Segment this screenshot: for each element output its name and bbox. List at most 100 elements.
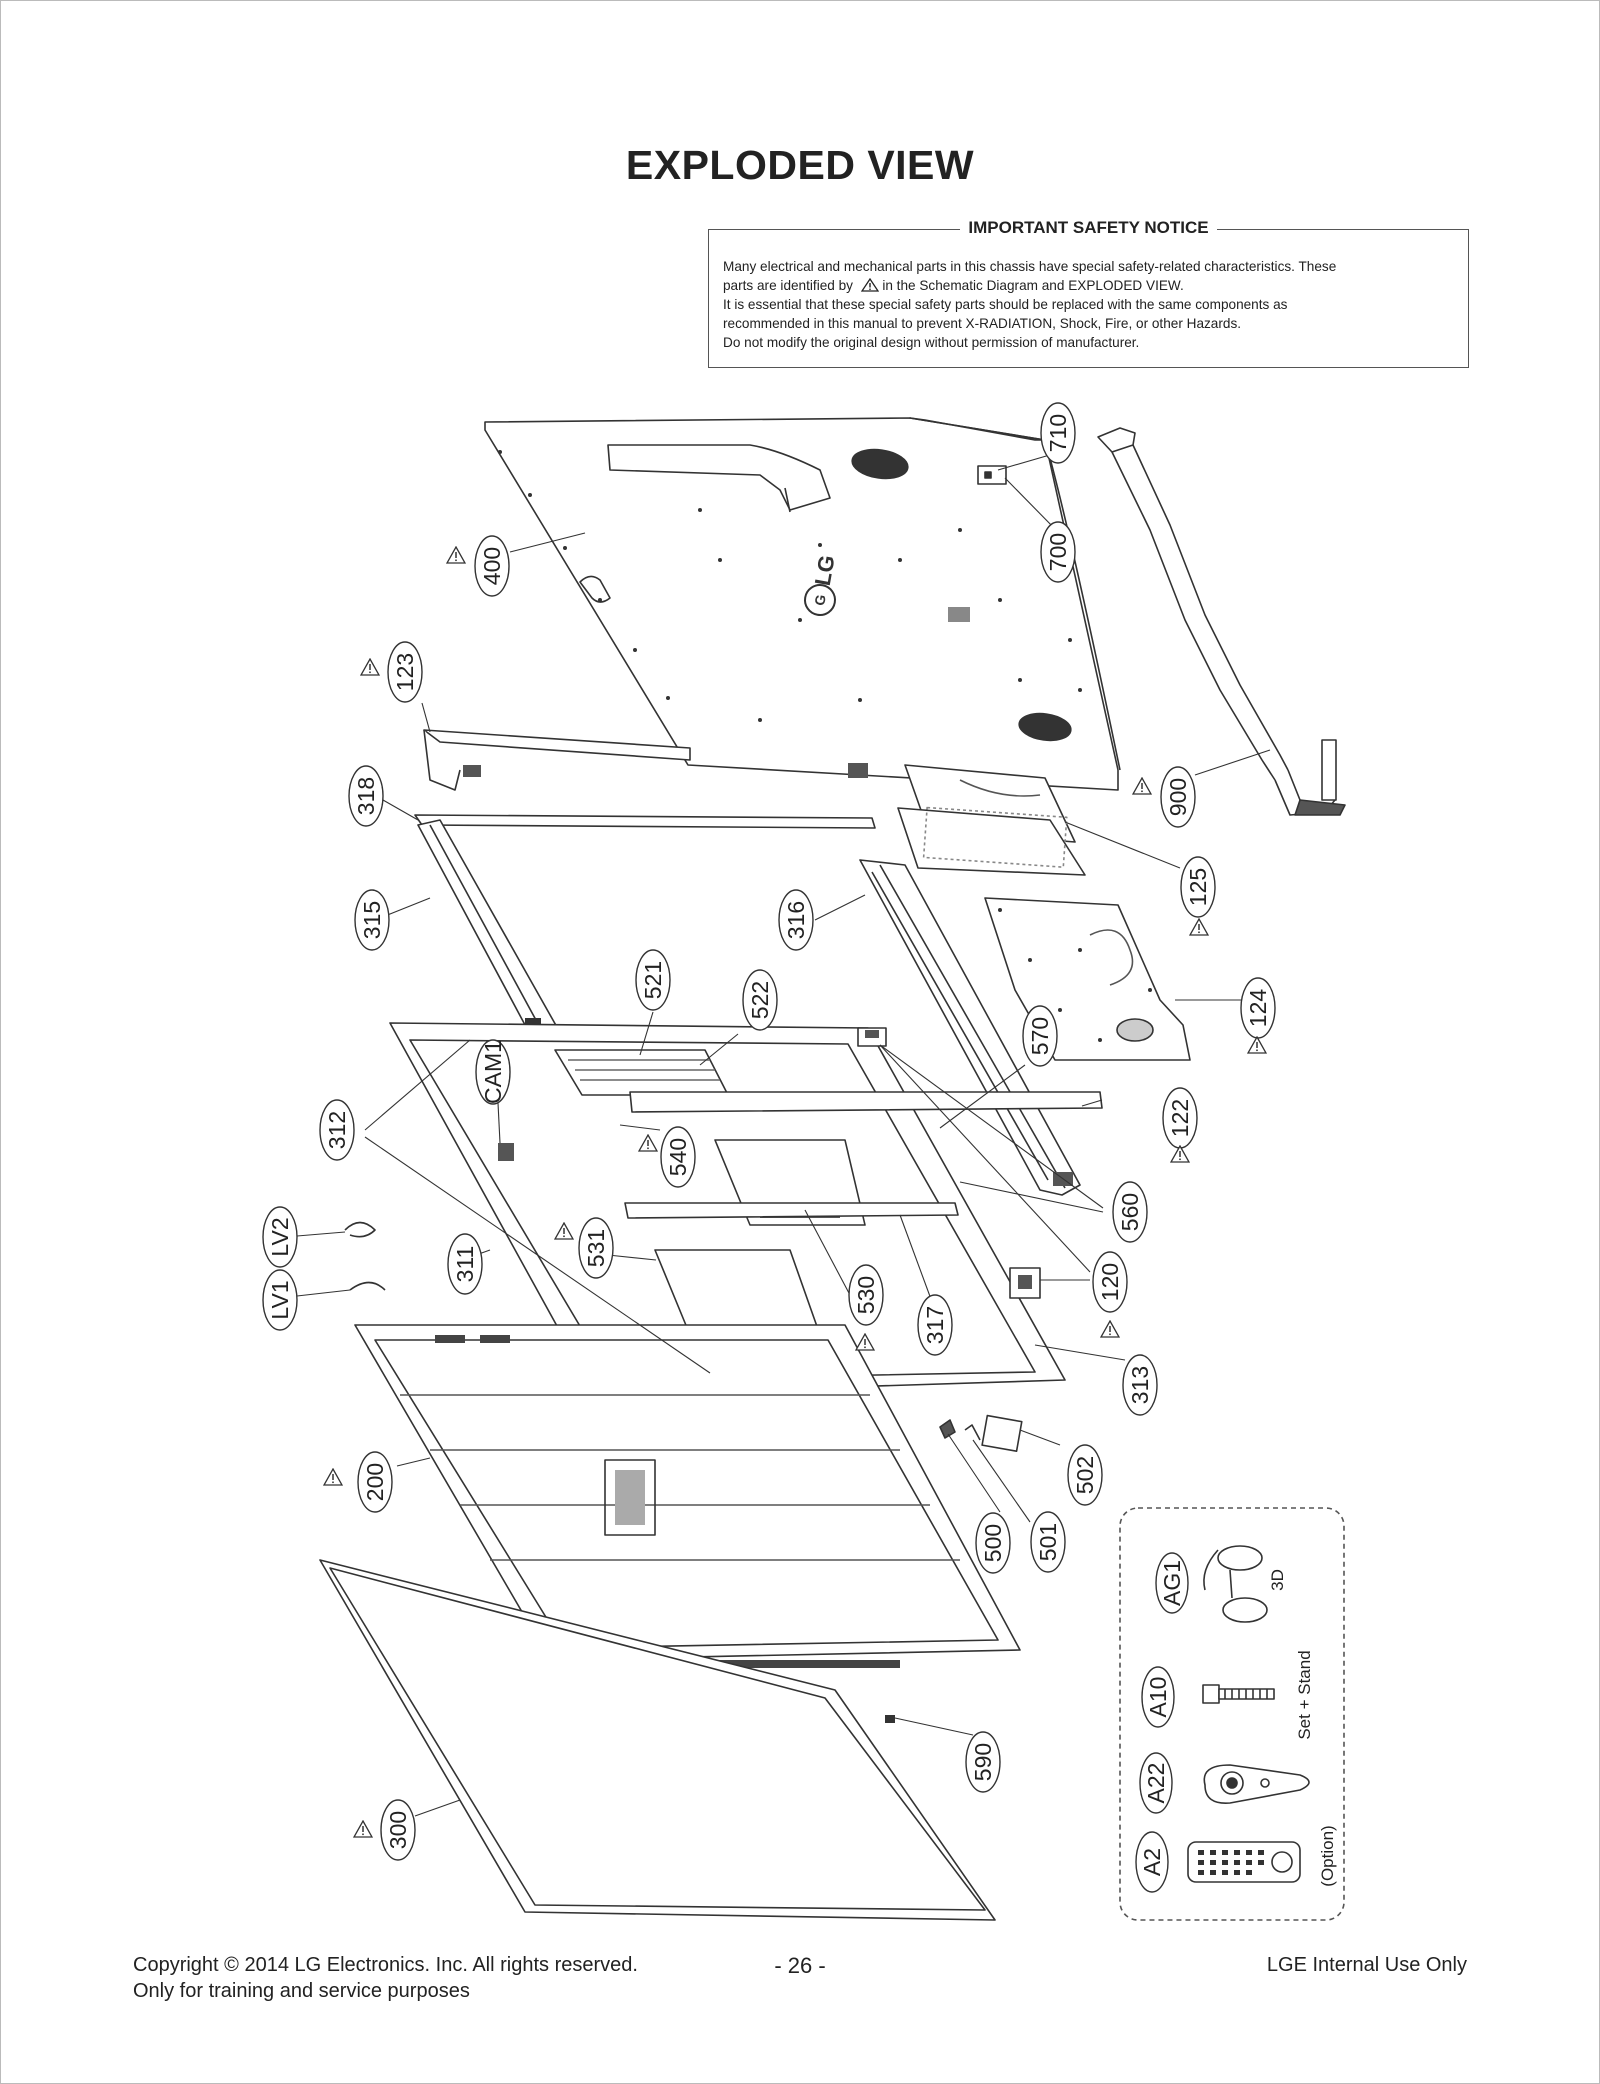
- bar-122: [629, 1091, 1103, 1113]
- svg-text:317: 317: [922, 1306, 948, 1344]
- svg-text:502: 502: [1072, 1456, 1098, 1494]
- notice-line-4: recommended in this manual to prevent X-…: [723, 316, 1242, 331]
- notice-line-2: parts are identified by in the Schematic…: [723, 276, 1454, 295]
- notice-line-2-post: in the Schematic Diagram and EXPLODED VI…: [882, 278, 1184, 293]
- safety-notice-body: Many electrical and mechanical parts in …: [723, 257, 1454, 352]
- speaker-120: [1009, 1267, 1041, 1299]
- svg-text:530: 530: [853, 1276, 879, 1314]
- callout-502: 502: [1067, 1444, 1103, 1506]
- svg-text:315: 315: [359, 901, 385, 939]
- safety-notice-title-wrap: IMPORTANT SAFETY NOTICE: [709, 218, 1468, 238]
- callout-531: 531: [578, 1217, 614, 1279]
- svg-text:CAM1: CAM1: [480, 1040, 506, 1104]
- svg-text:AG1: AG1: [1159, 1560, 1185, 1606]
- svg-text:710: 710: [1045, 414, 1071, 452]
- svg-text:318: 318: [353, 777, 379, 815]
- callout-501: 501: [1030, 1511, 1066, 1573]
- callout-530: 530: [848, 1264, 884, 1326]
- back-cover-dots: [498, 450, 1082, 722]
- parts-500-502: [939, 1414, 1023, 1452]
- callout-560: 560: [1112, 1181, 1148, 1243]
- callout-500: 500: [975, 1512, 1011, 1574]
- safety-notice-box: IMPORTANT SAFETY NOTICE Many electrical …: [708, 218, 1469, 368]
- footer-copyright: Copyright © 2014 LG Electronics. Inc. Al…: [133, 1954, 638, 1976]
- backlight-frame-200: [354, 1324, 1021, 1668]
- callout-125: 125: [1180, 856, 1216, 918]
- callout-590: 590: [965, 1731, 1001, 1793]
- notice-line-1: Many electrical and mechanical parts in …: [723, 259, 1337, 274]
- notice-line-3: It is essential that these special safet…: [723, 297, 1288, 312]
- callout-540: 540: [660, 1126, 696, 1188]
- callout-522: 522: [742, 969, 778, 1031]
- svg-text:A2: A2: [1139, 1848, 1165, 1876]
- svg-text:300: 300: [385, 1811, 411, 1849]
- warning-triangle-icon: [323, 1468, 343, 1486]
- svg-text:570: 570: [1027, 1017, 1053, 1055]
- page-title: EXPLODED VIEW: [625, 142, 975, 188]
- stand-900: [1097, 427, 1346, 816]
- bar-317: [624, 1202, 959, 1219]
- cover-570: [857, 1027, 887, 1047]
- magic-remote-icon: [1203, 1764, 1310, 1804]
- svg-text:590: 590: [970, 1743, 996, 1781]
- callout-a10: A10: [1141, 1666, 1175, 1728]
- callout-900: 900: [1160, 766, 1196, 828]
- warning-triangle-icon: [446, 546, 466, 564]
- warning-triangle-icon: [1132, 777, 1152, 795]
- svg-text:A10: A10: [1145, 1677, 1171, 1718]
- callout-lv2: LV2: [262, 1206, 298, 1268]
- svg-text:A22: A22: [1143, 1763, 1169, 1804]
- svg-text:400: 400: [479, 547, 505, 585]
- callout-cam1: CAM1: [475, 1039, 511, 1105]
- warning-triangle-icon: [1170, 1145, 1190, 1163]
- svg-text:200: 200: [362, 1463, 388, 1501]
- remote-control-icon: [1187, 1841, 1301, 1883]
- accessory-note-3d: 3D: [1268, 1569, 1287, 1591]
- warning-triangle-icon: [860, 278, 879, 292]
- svg-text:521: 521: [640, 961, 666, 999]
- cables-lv: [344, 1221, 386, 1291]
- svg-text:500: 500: [980, 1524, 1006, 1562]
- svg-text:501: 501: [1035, 1523, 1061, 1561]
- footer-left: Copyright © 2014 LG Electronics. Inc. Al…: [133, 1952, 638, 2004]
- side-rail-123: [423, 729, 691, 791]
- callout-311: 311: [447, 1233, 483, 1295]
- power-board-124: [984, 897, 1191, 1061]
- svg-text:LG: LG: [810, 553, 840, 587]
- callout-521: 521: [635, 949, 671, 1011]
- svg-text:G: G: [811, 593, 829, 607]
- callout-123: 123: [387, 641, 423, 703]
- right-frame-316: [859, 859, 1081, 1196]
- svg-text:LV2: LV2: [267, 1217, 293, 1256]
- callout-122: 122: [1162, 1087, 1198, 1149]
- callout-570: 570: [1022, 1005, 1058, 1067]
- svg-text:312: 312: [324, 1111, 350, 1149]
- warning-triangle-icon: [353, 1820, 373, 1838]
- svg-text:125: 125: [1185, 868, 1211, 906]
- lg-logo: G LG: [804, 553, 840, 616]
- callout-300: 300: [380, 1799, 416, 1861]
- callout-318: 318: [348, 765, 384, 827]
- warning-triangle-icon: [1189, 918, 1209, 936]
- leader-lines: [296, 451, 1271, 1817]
- callout-ag1: AG1: [1155, 1552, 1189, 1614]
- svg-text:700: 700: [1045, 533, 1071, 571]
- svg-text:120: 120: [1097, 1263, 1123, 1301]
- svg-text:900: 900: [1165, 778, 1191, 816]
- panel-300: [319, 1559, 996, 1921]
- svg-text:313: 313: [1127, 1366, 1153, 1404]
- svg-text:LV1: LV1: [267, 1280, 293, 1319]
- callout-316: 316: [778, 889, 814, 951]
- callout-312: 312: [319, 1099, 355, 1161]
- accessory-note-option: (Option): [1318, 1825, 1337, 1886]
- board-521-522: [554, 1049, 729, 1096]
- callout-315: 315: [354, 889, 390, 951]
- callout-400: 400: [474, 535, 510, 597]
- warning-triangle-icon: [1247, 1036, 1267, 1054]
- notice-line-2-pre: parts are identified by: [723, 278, 853, 293]
- page-number: - 26 -: [774, 1953, 826, 1978]
- svg-text:531: 531: [583, 1229, 609, 1267]
- accessories-box: [1119, 1507, 1345, 1921]
- bracket-700: [977, 465, 1007, 485]
- callout-lv1: LV1: [262, 1269, 298, 1331]
